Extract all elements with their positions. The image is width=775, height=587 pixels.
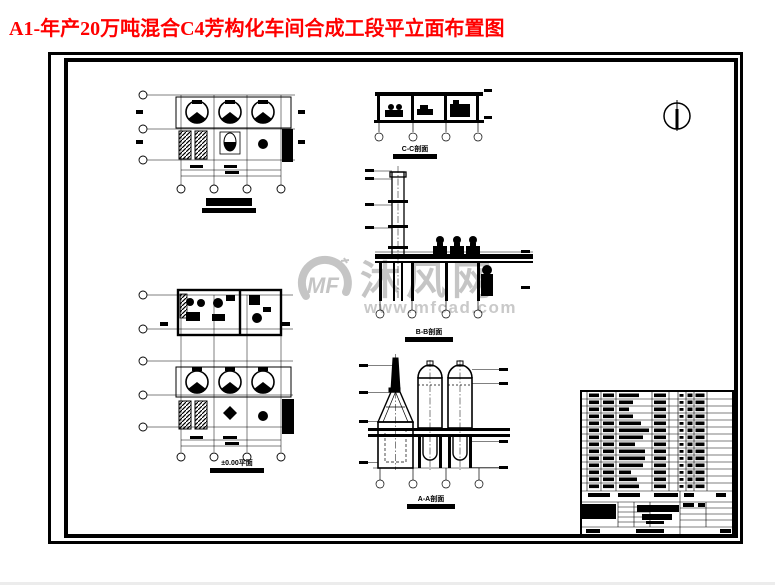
title-block bbox=[580, 390, 734, 536]
plan-zero-label: ±0.00平面 bbox=[205, 460, 269, 473]
hatched-tanks bbox=[178, 130, 208, 160]
plan-upper-drawing bbox=[136, 90, 305, 213]
plan-upper-label-bar bbox=[202, 198, 256, 213]
axis-bubbles bbox=[138, 90, 286, 194]
vessels bbox=[417, 360, 473, 429]
label-underline bbox=[405, 337, 453, 342]
title-block-bottom bbox=[581, 490, 733, 535]
axis-bubbles bbox=[375, 301, 483, 319]
axis-bubbles bbox=[138, 290, 286, 462]
structure bbox=[374, 89, 492, 123]
platform-and-supports bbox=[359, 364, 510, 469]
leader-lines bbox=[368, 365, 503, 469]
page-title: A1-年产20万吨混合C4芳构化车间合成工段平立面布置图 bbox=[9, 18, 505, 40]
dimension-lines bbox=[181, 439, 281, 447]
plan-zero-drawing bbox=[138, 288, 294, 462]
title-block-grid bbox=[581, 391, 733, 491]
axis-bubbles bbox=[374, 123, 483, 142]
dimension-text-bars bbox=[190, 436, 239, 445]
room-walls bbox=[176, 288, 283, 337]
page-bottom-edge bbox=[0, 582, 775, 585]
label-underline bbox=[407, 504, 455, 509]
tower bbox=[389, 166, 407, 299]
support-arches bbox=[422, 437, 468, 461]
room-equipment bbox=[160, 295, 290, 326]
dimension-text-bars bbox=[190, 165, 239, 174]
section-bb-label: B-B剖面 bbox=[399, 329, 459, 342]
dimension-lines bbox=[181, 169, 281, 177]
title-block-text-bars bbox=[589, 393, 705, 489]
sheet-outer-border bbox=[48, 52, 743, 544]
structure-fills bbox=[365, 169, 533, 301]
hatched-tanks bbox=[178, 400, 208, 430]
vessel-row-fills bbox=[188, 367, 294, 434]
section-bb-drawing bbox=[365, 166, 533, 319]
label-underline bbox=[393, 154, 437, 159]
section-aa-label: A-A剖面 bbox=[401, 496, 461, 509]
label-underline bbox=[210, 468, 264, 473]
north-arrow-icon bbox=[663, 100, 691, 131]
room-hatched-strip bbox=[179, 293, 188, 319]
section-cc-label: C-C剖面 bbox=[385, 146, 445, 159]
equipment-fills bbox=[136, 100, 305, 162]
section-aa-drawing bbox=[359, 354, 510, 489]
section-cc-drawing bbox=[374, 89, 492, 142]
axis-bubbles bbox=[375, 468, 484, 489]
